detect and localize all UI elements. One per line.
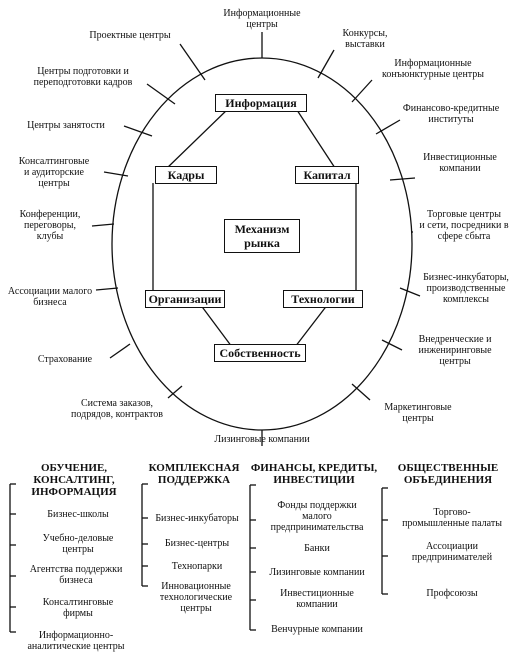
label-conjuncture-centers: Информационные конъюнктурные центры	[381, 58, 485, 80]
label-contests: Конкурсы, выставки	[342, 28, 388, 50]
column-education-item: Информационно- аналитические центры	[27, 630, 125, 652]
column-education-item: Учебно-деловые центры	[42, 533, 114, 555]
column-education-item: Агентства поддержки бизнеса	[29, 564, 123, 586]
column-finance-item: Банки	[304, 543, 330, 554]
column-finance-item: Инвестиционные компании	[280, 588, 354, 610]
label-leasing-companies: Лизинговые компании	[214, 434, 310, 445]
label-investment-companies: Инвестиционные компании	[423, 152, 497, 174]
label-orders-system: Система заказов, подрядов, контрактов	[71, 398, 163, 420]
column-finance-item: Фонды поддержки малого предпринимательст…	[270, 500, 364, 533]
label-training-centers: Центры подготовки и переподготовки кадро…	[33, 66, 133, 88]
box-capital: Капитал	[295, 166, 359, 184]
label-trade-centers: Торговые центры и сети, посредники в сфе…	[419, 209, 509, 242]
box-market-mechanism: Механизм рынка	[224, 219, 300, 253]
column-finance-item: Лизинговые компании	[269, 567, 365, 578]
box-information: Информация	[215, 94, 307, 112]
label-project-centers: Проектные центры	[89, 30, 171, 41]
label-marketing-centers: Маркетинговые центры	[384, 402, 452, 424]
column-support-item: Инновационные технологические центры	[159, 581, 233, 614]
label-info-centers: Информационные центры	[223, 8, 301, 30]
column-finance-item: Венчурные компании	[271, 624, 363, 635]
label-employment-centers: Центры занятости	[27, 120, 105, 131]
box-staff: Кадры	[155, 166, 217, 184]
column-education-item: Консалтинговые фирмы	[42, 597, 114, 619]
column-public-item: Ассоциации предпринимателей	[411, 541, 493, 563]
label-insurance: Страхование	[37, 354, 93, 365]
column-title-finance: ФИНАНСЫ, КРЕДИТЫ, ИНВЕСТИЦИИ	[250, 462, 378, 486]
column-title-public: ОБЩЕСТВЕННЫЕ ОБЪЕДИНЕНИЯ	[397, 462, 499, 486]
column-support-item: Бизнес-центры	[164, 538, 230, 549]
label-engineering-centers: Внедренческие и инжениринговые центры	[418, 334, 492, 367]
box-property: Собственность	[214, 344, 306, 362]
box-organizations: Организации	[145, 290, 225, 308]
label-finance-institutes: Финансово-кредитные институты	[402, 103, 500, 125]
column-support-item: Технопарки	[171, 561, 223, 572]
column-title-support: КОМПЛЕКСНАЯ ПОДДЕРЖКА	[148, 462, 240, 486]
label-small-business-assoc: Ассоциации малого бизнеса	[7, 286, 93, 308]
label-conferences: Конференции, переговоры, клубы	[19, 209, 81, 242]
column-education-item: Бизнес-школы	[47, 509, 109, 520]
column-public-item: Профсоюзы	[426, 588, 478, 599]
column-support-item: Бизнес-инкубаторы	[155, 513, 239, 524]
box-technologies: Технологии	[283, 290, 363, 308]
column-title-education: ОБУЧЕНИЕ, КОНСАЛТИНГ, ИНФОРМАЦИЯ	[31, 462, 117, 498]
label-incubators-complexes: Бизнес-инкубаторы, производственные комп…	[423, 272, 509, 305]
label-consulting-audit: Консалтинговые и аудиторские центры	[18, 156, 90, 189]
column-public-item: Торгово- промышленные палаты	[402, 507, 502, 529]
